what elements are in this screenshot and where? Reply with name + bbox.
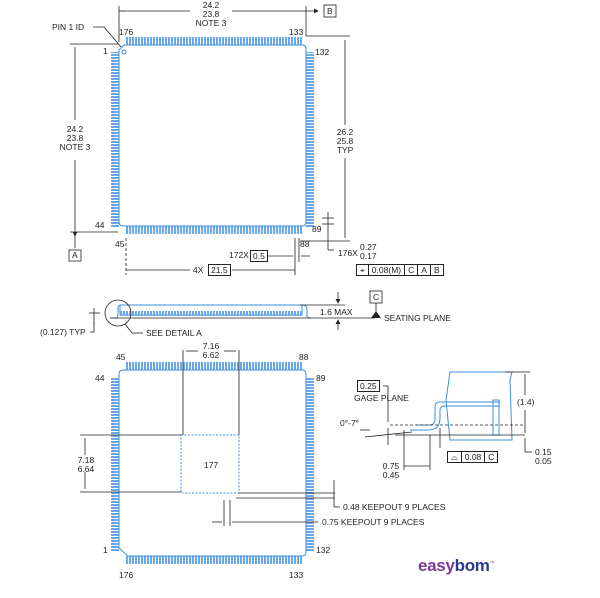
span-count: 4X [193, 265, 204, 275]
profile-symbol-icon: ⌓ [451, 452, 458, 462]
top-pins-col-right [306, 52, 314, 228]
bottom-view [80, 350, 340, 564]
mmc-modifier: M [391, 265, 399, 275]
position-value: 0.08(M) [367, 265, 404, 275]
datum-ref-3: B [429, 265, 443, 275]
pad-width-dim: 7.16 6.62 [196, 342, 226, 360]
left-height-dim: 24.2 23.8 NOTE 3 [52, 125, 98, 152]
angle-label: 0°-7° [340, 418, 360, 428]
standoff-max: 0.15 [535, 447, 552, 457]
standoff-dim: 0.15 0.05 [535, 448, 552, 466]
top-pin-89: 89 [312, 224, 322, 234]
bottom-pin-1: 1 [103, 545, 108, 555]
easybom-logo: easybom™ [418, 556, 495, 576]
logo-part1: easy [418, 556, 455, 575]
datum-ref-2: A [417, 265, 430, 275]
top-width-note: NOTE 3 [195, 18, 227, 28]
body-height: (1.4) [517, 397, 535, 407]
top-pin-1: 1 [103, 46, 108, 56]
pad-height-dim: 7.18 6.64 [73, 456, 99, 474]
foot-length-dim: 0.75 0.45 [378, 462, 404, 480]
left-height-note: NOTE 3 [59, 142, 91, 152]
pin1-dot [121, 49, 127, 55]
overall-min: 25.8 [336, 136, 354, 146]
datum-b: B [327, 6, 333, 16]
pad-height-min: 6.64 [77, 464, 95, 474]
lead-width-dims: 0.27 0.17 [360, 243, 377, 261]
pitch-count: 172X [229, 250, 249, 260]
top-width-max: 24.2 [202, 0, 220, 10]
standoff-min: 0.05 [535, 456, 552, 466]
pitch-value: 0.5 [250, 250, 268, 262]
overall-max: 26.2 [336, 127, 354, 137]
coplanarity-datum: C [484, 452, 497, 462]
seating-plane-label: SEATING PLANE [384, 313, 451, 323]
top-pins-row-top [126, 37, 302, 45]
lead-width-count: 176X [338, 248, 358, 258]
top-pin-45: 45 [115, 239, 125, 249]
top-pin-176: 176 [119, 27, 134, 37]
top-pin-44: 44 [95, 220, 105, 230]
logo-part2: bom [454, 556, 490, 575]
side-view [89, 290, 383, 334]
top-pin-132: 132 [315, 47, 330, 57]
foot-length-max: 0.75 [382, 461, 400, 471]
top-pins-col-left [111, 52, 119, 228]
datum-c: C [373, 292, 380, 302]
keepout-048: 0.48 KEEPOUT 9 PLACES [343, 502, 446, 512]
position-tol-value: 0.08 [371, 265, 389, 275]
gage-plane-label: GAGE PLANE [354, 393, 409, 403]
see-detail-a: SEE DETAIL A [146, 328, 202, 338]
bottom-pin-88: 88 [299, 352, 309, 362]
lead-width-min: 0.17 [360, 251, 377, 261]
pin1-id-label: PIN 1 ID [52, 22, 85, 32]
left-height-min: 23.8 [66, 133, 84, 143]
position-tolerance-frame: ⌖ 0.08(M) C A B [356, 264, 444, 276]
top-body-outline [118, 44, 307, 227]
top-pin-133: 133 [289, 27, 304, 37]
foot-length-min: 0.45 [382, 470, 400, 480]
bottom-pin-133: 133 [289, 570, 304, 580]
bottom-pin-176: 176 [119, 570, 134, 580]
bottom-pin-132: 132 [316, 545, 331, 555]
gage-value: 0.25 [357, 380, 380, 392]
coplanarity-value: 0.08 [460, 452, 485, 462]
exposed-pad-id: 177 [204, 460, 219, 470]
top-pins-row-bottom [126, 226, 302, 234]
standoff-label: (0.127) TYP [40, 327, 86, 337]
overall-note: TYP [336, 145, 354, 155]
bottom-pin-45: 45 [116, 352, 126, 362]
span-value: 21.5 [208, 264, 231, 276]
keepout-075: 0.75 KEEPOUT 9 PLACES [322, 517, 425, 527]
detail-a-view [360, 371, 532, 470]
overall-dim: 26.2 25.8 TYP [330, 128, 360, 155]
position-symbol-icon: ⌖ [360, 265, 365, 275]
pad-height-max: 7.18 [77, 455, 95, 465]
lead-width-max: 0.27 [360, 242, 377, 252]
height-max: 1.6 MAX [320, 307, 353, 317]
bottom-pin-89: 89 [316, 373, 326, 383]
top-width-min: 23.8 [202, 9, 220, 19]
datum-a: A [72, 250, 78, 260]
pad-width-min: 6.62 [202, 350, 220, 360]
top-pin-88: 88 [300, 239, 310, 249]
bottom-pin-44: 44 [95, 373, 105, 383]
left-height-max: 24.2 [66, 124, 84, 134]
top-width-dim: 24.2 23.8 NOTE 3 [188, 1, 234, 28]
pad-width-max: 7.16 [202, 341, 220, 351]
logo-tm: ™ [489, 560, 495, 567]
coplanarity-frame: ⌓ 0.08 C [447, 451, 499, 463]
top-view [68, 4, 350, 275]
exposed-pad [180, 434, 240, 494]
datum-ref-1: C [404, 265, 417, 275]
